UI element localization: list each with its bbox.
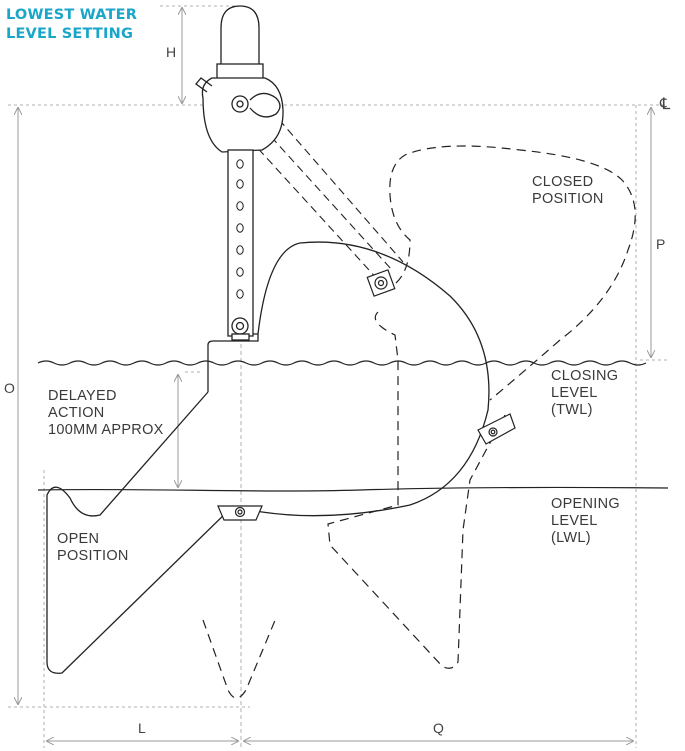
actuator-column (227, 149, 254, 337)
closed-position-label: CLOSED POSITION (532, 174, 604, 207)
dimension-o-label: O (4, 380, 15, 396)
heading-line-2: LEVEL SETTING (6, 26, 134, 42)
dimension-l-label: L (138, 720, 146, 736)
open-position-label: OPEN POSITION (57, 531, 129, 564)
open-float-bracket (217, 505, 263, 521)
opening-level-label: OPENING LEVEL (LWL) (551, 496, 620, 546)
dimension-q-label: Q (433, 720, 444, 736)
dimension-lines (8, 5, 668, 748)
closing-water-level-line (37, 360, 647, 366)
heading-line-1: LOWEST WATER (6, 7, 138, 23)
dimension-p-label: P (656, 236, 666, 252)
closed-float-bracket (477, 413, 516, 445)
closed-position-float (327, 145, 636, 669)
float-tip-dashed (202, 617, 277, 699)
dimension-arrows (18, 8, 651, 741)
dimension-h-label: H (166, 44, 177, 60)
valve-actuator (195, 5, 284, 341)
delayed-action-label: DELAYED ACTION 100MM APPROX (48, 388, 164, 438)
closing-level-label: CLOSING LEVEL (TWL) (551, 368, 619, 418)
float-arm (231, 99, 404, 283)
actuator-housing (201, 77, 284, 153)
closed-float-pivot (366, 269, 396, 297)
opening-water-level-line (37, 486, 669, 492)
actuator-cap (220, 5, 260, 76)
lowest-water-level-heading: LOWEST WATER LEVEL SETTING (6, 6, 137, 44)
column-holes (236, 159, 244, 299)
centerline-symbol: ℄ (660, 96, 671, 113)
open-position-float (46, 241, 490, 674)
